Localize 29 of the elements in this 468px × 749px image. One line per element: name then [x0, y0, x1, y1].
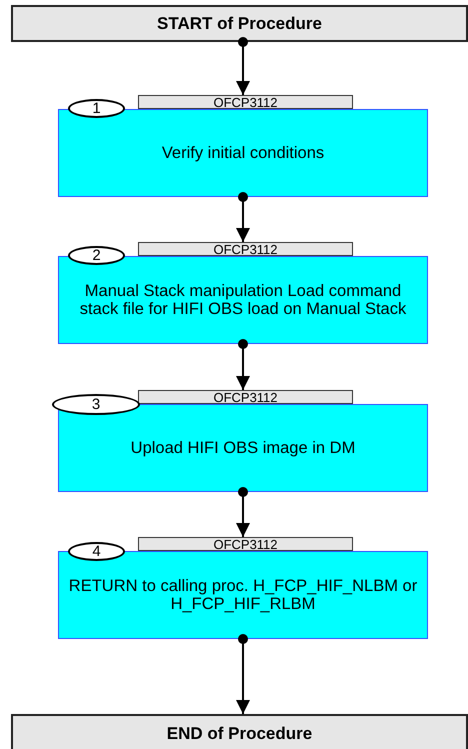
- step-number: 2: [92, 247, 101, 264]
- step-description: Manual Stack manipulation Load command stack file for HIFI OBS load on Manual Stack: [78, 282, 408, 318]
- arrow: [236, 339, 250, 390]
- terminal-label: END of Procedure: [166, 724, 312, 744]
- step-number: 4: [92, 543, 101, 560]
- reference-tab: [138, 95, 353, 109]
- terminal-label: START of Procedure: [157, 14, 322, 34]
- arrow: [236, 192, 250, 242]
- step-number-oval: [68, 542, 125, 561]
- reference-code: OFCP3112: [213, 242, 278, 256]
- step-number: 3: [92, 396, 100, 413]
- step-number: 1: [92, 100, 101, 117]
- step-description: RETURN to calling proc. H_FCP_HIF_NLBM or H_FCP_HIF_RLBM: [68, 576, 418, 614]
- reference-code: OFCP3112: [213, 96, 278, 108]
- step-number-oval: [68, 246, 125, 265]
- reference-tab: [138, 390, 353, 404]
- reference-tab: [138, 242, 353, 256]
- arrow: [236, 37, 250, 95]
- step-number-oval: [68, 99, 125, 118]
- arrow: [236, 487, 250, 537]
- step-description: Verify initial conditions: [162, 144, 324, 162]
- step-number-oval: [52, 394, 140, 415]
- reference-code: OFCP3112: [213, 538, 278, 550]
- reference-code: OFCP3112: [213, 390, 278, 404]
- terminal-box: [11, 5, 468, 42]
- terminal-box: [11, 714, 468, 749]
- arrow: [236, 634, 250, 714]
- step-description: Upload HIFI OBS image in DM: [130, 438, 356, 458]
- reference-tab: [138, 537, 353, 551]
